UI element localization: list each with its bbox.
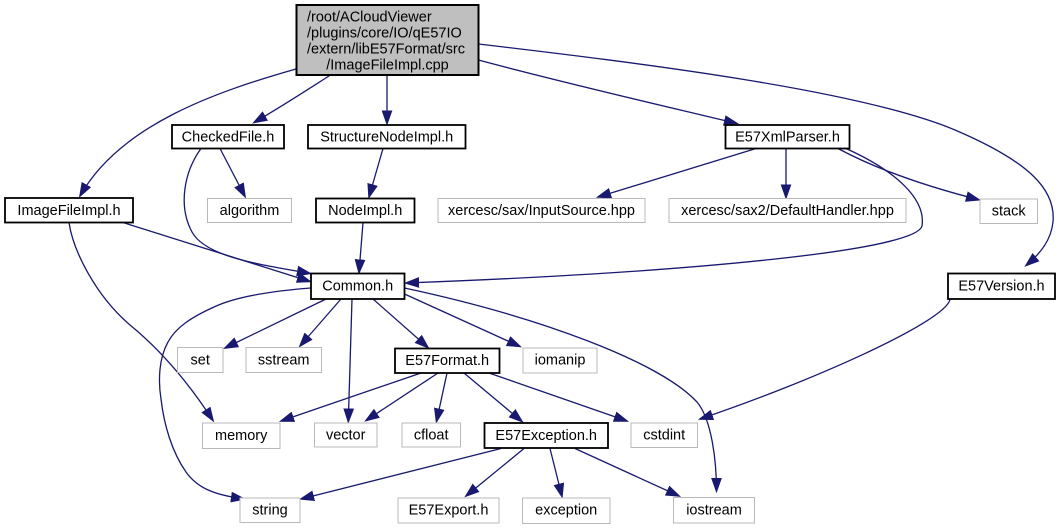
svg-text:stack: stack [992,204,1027,220]
svg-text:E57Exception.h: E57Exception.h [495,428,597,444]
svg-text:cfloat: cfloat [414,428,449,444]
svg-text:/ImageFileImpl.cpp: /ImageFileImpl.cpp [326,58,449,74]
svg-text:iostream: iostream [686,503,742,519]
svg-text:CheckedFile.h: CheckedFile.h [182,130,275,146]
svg-text:cstdint: cstdint [643,428,685,444]
svg-text:memory: memory [215,428,268,444]
svg-text:ImageFileImpl.h: ImageFileImpl.h [17,203,120,219]
svg-text:sstream: sstream [258,353,310,369]
svg-text:NodeImpl.h: NodeImpl.h [328,203,402,219]
svg-text:E57Format.h: E57Format.h [405,353,489,369]
svg-text:string: string [252,503,287,519]
svg-text:/root/ACloudViewer: /root/ACloudViewer [307,10,432,26]
svg-text:E57Export.h: E57Export.h [409,503,489,519]
svg-text:E57Version.h: E57Version.h [958,279,1044,295]
svg-text:xercesc/sax/InputSource.hpp: xercesc/sax/InputSource.hpp [448,203,635,219]
svg-text:Common.h: Common.h [322,279,393,295]
svg-text:/extern/libE57Format/src: /extern/libE57Format/src [307,42,465,58]
svg-text:iomanip: iomanip [535,353,586,369]
svg-text:exception: exception [535,503,597,519]
svg-text:E57XmlParser.h: E57XmlParser.h [735,130,840,146]
svg-text:xercesc/sax2/DefaultHandler.hp: xercesc/sax2/DefaultHandler.hpp [681,203,894,219]
svg-text:vector: vector [326,428,366,444]
svg-text:/plugins/core/IO/qE57IO: /plugins/core/IO/qE57IO [307,26,462,42]
svg-text:set: set [191,353,210,369]
svg-text:StructureNodeImpl.h: StructureNodeImpl.h [320,130,453,146]
svg-text:algorithm: algorithm [220,203,280,219]
